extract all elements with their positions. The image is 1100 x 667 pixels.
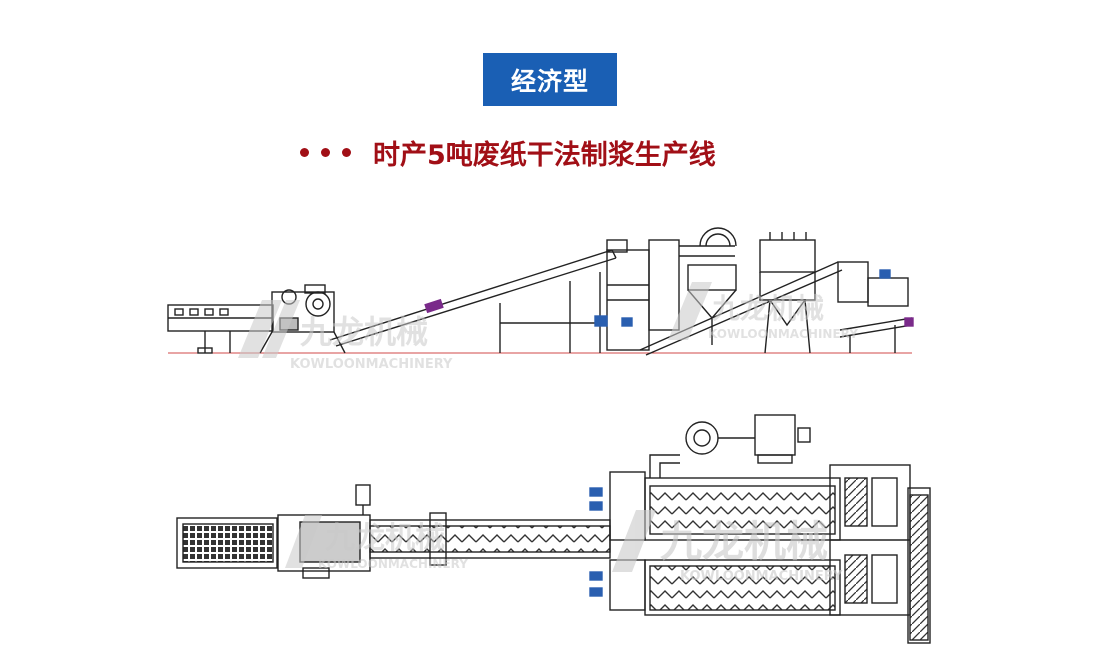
refiner-unit <box>837 261 914 353</box>
watermark-en: KOWLOONMACHINERY <box>290 357 453 372</box>
watermark-en: KOWLOONMACHINERY <box>708 327 858 341</box>
support-frame <box>499 272 601 353</box>
watermark-top: 九龙机械 KOWLOONMACHINERY <box>238 300 453 372</box>
type-badge: 经济型 <box>483 53 617 106</box>
bullet-dot <box>342 147 351 157</box>
plan-view <box>176 414 931 644</box>
inclined-conveyor-main <box>329 249 617 347</box>
watermark-cn: 九龙机械 <box>300 313 428 351</box>
plan-upper-line <box>589 471 841 541</box>
watermark-bottom-right: 九龙机械 KOWLOONMACHINERY <box>612 510 843 584</box>
watermark-en: KOWLOONMACHINERY <box>318 557 468 571</box>
plan-feeder <box>176 484 371 579</box>
watermark-cn: 九龙机械 <box>660 517 828 566</box>
bullet-dots <box>300 147 351 157</box>
watermark-cn: 九龙机械 <box>325 521 445 556</box>
title-row: 时产5吨废纸干法制浆生产线 <box>300 132 716 172</box>
plan-lower-line <box>589 559 841 616</box>
page-title: 时产5吨废纸干法制浆生产线 <box>373 139 716 171</box>
plan-side-wall <box>907 487 931 644</box>
grinding-tower <box>594 227 737 351</box>
plan-duct <box>649 414 811 478</box>
watermark-middle: 九龙机械 KOWLOONMACHINERY <box>668 282 858 341</box>
dust-collector <box>759 232 816 354</box>
watermark-cn: 九龙机械 <box>712 292 824 325</box>
plan-refiner <box>829 464 911 616</box>
watermark-en: KOWLOONMACHINERY <box>680 569 843 584</box>
side-elevation-view <box>167 227 914 356</box>
bullet-dot <box>321 147 330 157</box>
bullet-dot <box>300 147 309 157</box>
plan-conveyor <box>369 512 611 566</box>
watermark-bottom-left: 九龙机械 KOWLOONMACHINERY <box>285 515 468 571</box>
